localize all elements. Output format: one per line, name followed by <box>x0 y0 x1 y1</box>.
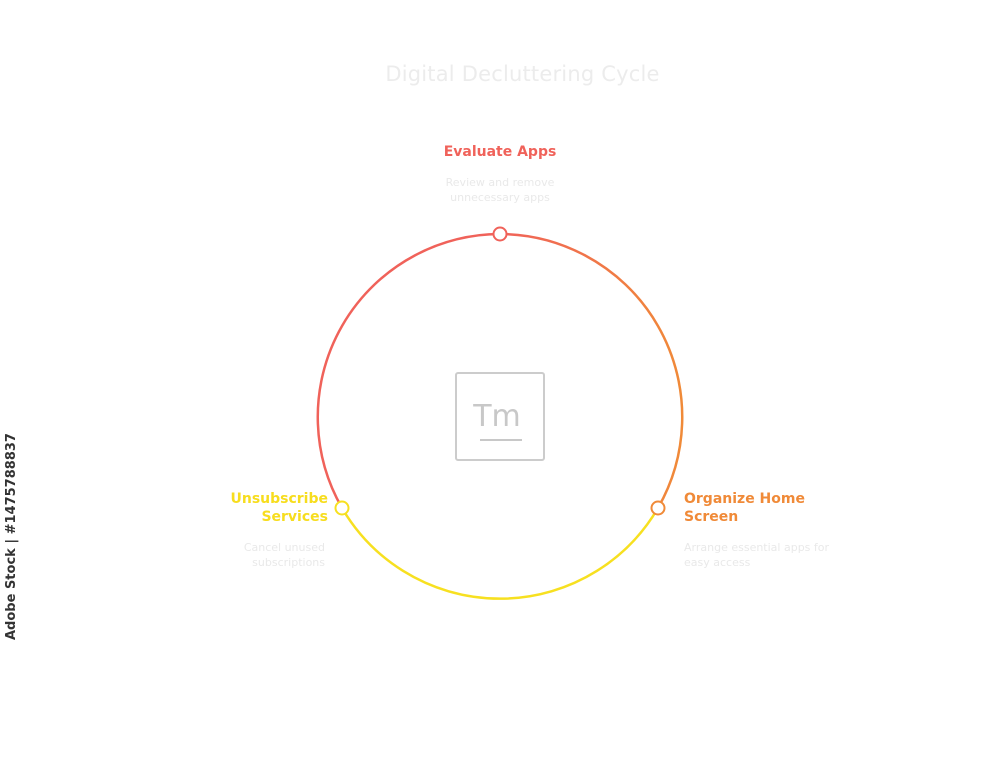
tm-logo-icon: Tm <box>455 372 545 461</box>
arc-evaluate-to-organize <box>499 232 684 509</box>
diagram-title: Digital Decluttering Cycle <box>385 62 660 86</box>
node-unsubscribe <box>334 500 350 516</box>
stage-title-unsubscribe: Unsubscribe Services <box>230 491 328 525</box>
arc-unsubscribe-to-evaluate <box>316 232 501 509</box>
stage-description-organize: Arrange essential apps for easy access <box>684 541 830 569</box>
stage-description-evaluate: Review and remove unnecessary apps <box>445 176 555 204</box>
node-evaluate <box>492 226 508 242</box>
stage-title-evaluate: Evaluate Apps <box>443 144 557 160</box>
logo-text: Tm <box>472 399 521 434</box>
stock-watermark: Adobe Stock | #1475788837 <box>4 433 19 640</box>
arc-organize-to-unsubscribe <box>340 507 660 600</box>
node-organize <box>650 500 666 516</box>
stage-title-organize: Organize Home Screen <box>684 491 805 525</box>
stage-description-unsubscribe: Cancel unused subscriptions <box>243 541 325 569</box>
